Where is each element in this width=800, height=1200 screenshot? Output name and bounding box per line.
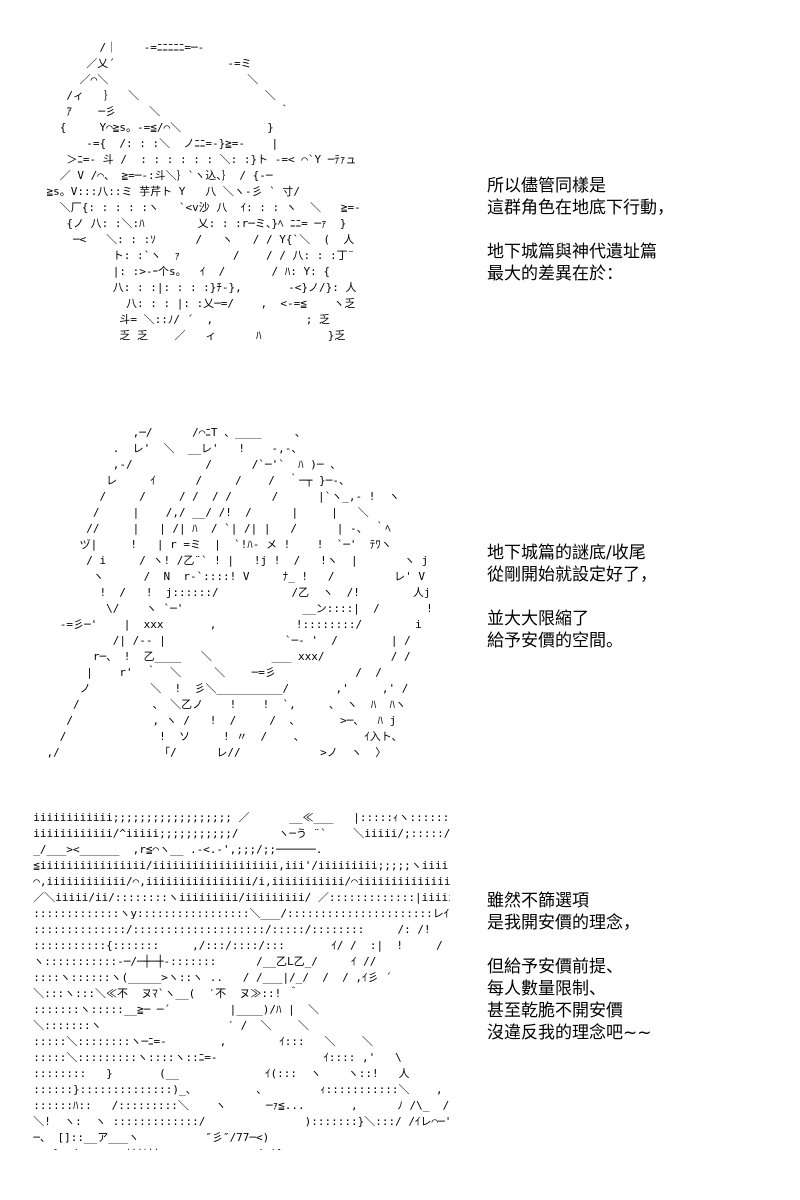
caption-line: 地下城篇與神代遺址篇 — [487, 242, 657, 262]
caption-1: 所以儘管同樣是 這群角色在地底下行動， 地下城篇與神代遺址篇 最大的差異在於： — [487, 175, 787, 285]
caption-line: 但給予安價前提、 — [487, 957, 623, 977]
caption-line: 甚至乾脆不開安價 — [487, 1001, 623, 1021]
caption-line: 最大的差異在於： — [487, 264, 623, 284]
caption-line: 雖然不篩選項 — [487, 891, 589, 911]
caption-2: 地下城篇的謎底/收尾 從剛開始就設定好了， 並大大限縮了 給予安價的空間。 — [487, 542, 787, 652]
caption-3: 雖然不篩選項 是我開安價的理念， 但給予安價前提、 每人數量限制、 甚至乾脆不開… — [487, 890, 787, 1044]
caption-line: 每人數量限制、 — [487, 979, 606, 999]
panel-3: iiiiiiiiiiii;;;;;;;;;;;;;;;;;; ／ __≪___ … — [0, 780, 800, 1170]
panel-1: /｜ -=ﾆﾆﾆﾆﾆ=─- ／乂´ -=ミ ／⌒＼ ＼ /ィ ｝ ＼ ＼ ｱ ─… — [0, 10, 800, 400]
caption-line: 從剛開始就設定好了， — [487, 565, 657, 585]
ascii-art-text-3: iiiiiiiiiiii;;;;;;;;;;;;;;;;;; ／ __≪___ … — [33, 811, 450, 1150]
caption-line: 沒違反我的理念吧~~ — [487, 1023, 652, 1043]
ascii-art-1: /｜ -=ﾆﾆﾆﾆﾆ=─- ／乂´ -=ミ ／⌒＼ ＼ /ィ ｝ ＼ ＼ ｱ ─… — [20, 40, 450, 380]
caption-line: 並大大限縮了 — [487, 609, 589, 629]
panel-2: ,─/ /⌒ﾆT 、____ 、 . レ' ＼ __レ' ! -,-、 ,-/ … — [0, 395, 800, 785]
caption-line: 這群角色在地底下行動， — [487, 198, 674, 218]
caption-line: 地下城篇的謎底/收尾 — [487, 543, 646, 563]
ascii-art-text-1: /｜ -=ﾆﾆﾆﾆﾆ=─- ／乂´ -=ミ ／⌒＼ ＼ /ィ ｝ ＼ ＼ ｱ ─… — [46, 41, 361, 342]
ascii-art-3: iiiiiiiiiiii;;;;;;;;;;;;;;;;;; ／ __≪___ … — [20, 810, 450, 1150]
caption-gap — [487, 219, 787, 241]
caption-gap — [487, 586, 787, 608]
ascii-art-text-2: ,─/ /⌒ﾆT 、____ 、 . レ' ＼ __レ' ! -,-、 ,-/ … — [46, 426, 433, 759]
caption-gap — [487, 934, 787, 956]
caption-line: 是我開安價的理念， — [487, 913, 640, 933]
ascii-art-2: ,─/ /⌒ﾆT 、____ 、 . レ' ＼ __レ' ! -,-、 ,-/ … — [20, 425, 450, 765]
caption-line: 給予安價的空間。 — [487, 631, 623, 651]
caption-line: 所以儘管同樣是 — [487, 176, 606, 196]
